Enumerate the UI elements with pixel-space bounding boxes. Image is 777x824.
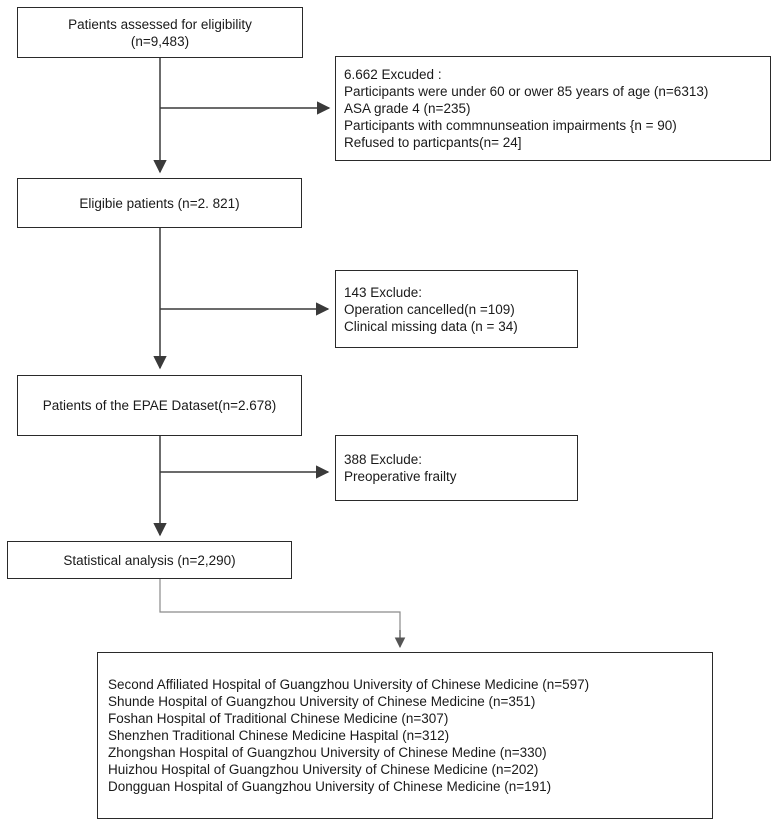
hospital-line-2: Shunde Hospital of Guangzhou University … bbox=[108, 694, 536, 709]
excluded-box-3: 388 Exclude: Preoperative frailty bbox=[335, 435, 578, 501]
excluded3-line-2: Preoperative frailty bbox=[344, 469, 457, 484]
excluded1-line-5: Refused to particpants(n= 24] bbox=[344, 135, 522, 150]
excluded2-line-3: Clinical missing data (n = 34) bbox=[344, 318, 518, 334]
excluded1-line-4: Participants with commnunseation impairm… bbox=[344, 118, 677, 133]
excluded3-line-1: 388 Exclude: bbox=[344, 452, 423, 467]
excluded1-line-3: ASA grade 4 (n=235) bbox=[344, 101, 471, 116]
epae-line-1: Patients of the EPAE Dataset(n=2.678) bbox=[42, 398, 277, 413]
analysis-line-1: Statistical analysis (n=2,290) bbox=[63, 552, 236, 568]
hospital-line-7: Dongguan Hospital of Guangzhou Universit… bbox=[108, 779, 552, 794]
excluded2-line-2: Operation cancelled(n =109) bbox=[344, 301, 515, 317]
analysis-box: Statistical analysis (n=2,290) bbox=[7, 541, 292, 579]
excluded1-line-2: Participants were under 60 or ower 85 ye… bbox=[344, 84, 709, 99]
hospital-line-3: Foshan Hospital of Traditional Chinese M… bbox=[108, 711, 449, 726]
excluded-box-1: 6.662 Excuded : Participants were under … bbox=[335, 56, 771, 161]
epae-dataset-box: Patients of the EPAE Dataset(n=2.678) bbox=[17, 375, 302, 436]
assessed-line-2: (n=9,483) bbox=[130, 33, 190, 49]
hospital-line-4: Shenzhen Traditional Chinese Medicine Ha… bbox=[108, 728, 450, 743]
hospital-line-6: Huizhou Hospital of Guangzhou University… bbox=[108, 762, 539, 777]
eligible-box: Eligibie patients (n=2. 821) bbox=[17, 178, 302, 228]
excluded-box-2: 143 Exclude: Operation cancelled(n =109)… bbox=[335, 270, 578, 348]
hospital-line-1: Second Affiliated Hospital of Guangzhou … bbox=[108, 677, 590, 692]
assessed-line-1: Patients assessed for eligibility bbox=[68, 16, 252, 32]
hospital-line-5: Zhongshan Hospital of Guangzhou Universi… bbox=[108, 745, 547, 760]
hospitals-box: Second Affiliated Hospital of Guangzhou … bbox=[97, 652, 713, 819]
arrow-analysis-to-hospitals bbox=[159, 579, 401, 645]
assessed-box: Patients assessed for eligibility (n=9,4… bbox=[17, 7, 303, 58]
eligible-line-1: Eligibie patients (n=2. 821) bbox=[79, 195, 240, 211]
excluded1-line-1: 6.662 Excuded : bbox=[344, 67, 442, 82]
excluded2-line-1: 143 Exclude: bbox=[344, 284, 423, 300]
